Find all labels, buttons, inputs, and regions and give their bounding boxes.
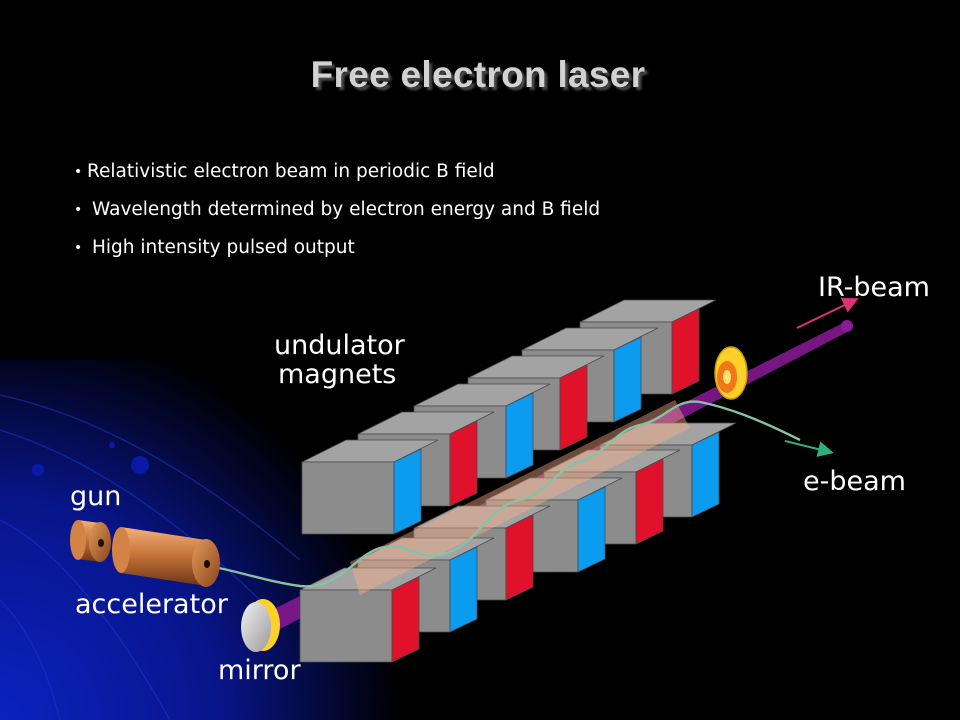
electron-gun [70, 520, 111, 562]
orbit-nodes [32, 442, 149, 476]
magnet-pole [691, 431, 720, 518]
bullet-item: • Wavelength determined by electron energ… [74, 197, 600, 235]
magnet-pole [671, 308, 700, 395]
bullet-icon: • [74, 164, 83, 180]
label-accelerator: accelerator [75, 589, 228, 620]
magnet-pole [613, 336, 642, 423]
label-magnets: magnets [278, 359, 397, 390]
label-ir-beam: IR-beam [818, 272, 930, 303]
e-beam-arrow [784, 440, 834, 457]
ir-beam-arrow [796, 298, 859, 329]
bullet-item: • High intensity pulsed output [74, 235, 600, 273]
magnet-pole [449, 420, 478, 507]
magnet-block [413, 505, 551, 601]
undulator-magnets-top [301, 299, 717, 535]
label-e-beam: e-beam [803, 466, 906, 497]
label-undulator: undulator [274, 330, 405, 361]
magnet-pole [393, 448, 422, 535]
rear-mirror [241, 599, 280, 652]
magnet-pole [577, 486, 606, 573]
bullet-list: •Relativistic electron beam in periodic … [74, 159, 600, 273]
electron-path [209, 400, 801, 588]
bullet-icon: • [74, 240, 83, 256]
bullet-text: Relativistic electron beam in periodic B… [87, 161, 495, 182]
magnet-pole [635, 458, 664, 545]
label-mirror: mirror [218, 655, 301, 686]
magnet-pole [391, 576, 420, 663]
accelerator [112, 527, 220, 587]
output-mirror [714, 346, 748, 400]
orbit-decoration [0, 394, 301, 720]
magnet-front [299, 589, 393, 663]
bullet-item: •Relativistic electron beam in periodic … [74, 159, 600, 197]
amplified-light [350, 400, 690, 595]
undulator-magnets-bottom [299, 422, 737, 663]
bullet-text: High intensity pulsed output [92, 237, 355, 258]
label-gun: gun [70, 481, 122, 512]
magnet-pole [505, 392, 534, 479]
bullet-text: Wavelength determined by electron energy… [92, 199, 601, 220]
bullet-icon: • [74, 202, 83, 218]
magnet-pole [505, 514, 534, 601]
magnet-block [299, 567, 437, 663]
magnet-pole [559, 364, 588, 451]
magnet-block [301, 439, 439, 535]
slide-title: Free electron laser [310, 54, 646, 95]
magnet-pole [449, 546, 478, 633]
magnet-front [301, 461, 395, 535]
